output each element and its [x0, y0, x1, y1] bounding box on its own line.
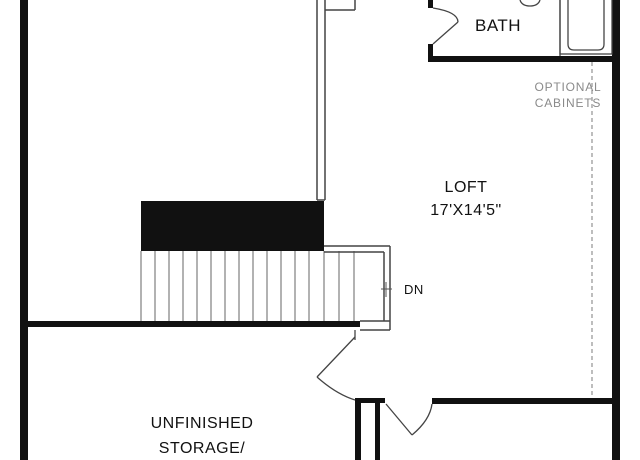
lower-room-left-wall — [375, 400, 380, 460]
storage-door — [316, 330, 356, 401]
left-exterior-wall — [20, 0, 28, 460]
bath-fixtures — [432, 0, 613, 56]
lower-room-top-wall — [432, 398, 612, 404]
right-exterior-wall — [612, 0, 620, 460]
optional-cabinets-line2: CABINETS — [535, 96, 601, 110]
storage-label-line2: STORAGE/ — [159, 440, 245, 457]
storage-door-arc — [316, 376, 356, 401]
lower-room-door-arc — [411, 403, 433, 436]
bath-door — [432, 21, 459, 45]
optional-cabinets-line1: OPTIONAL — [534, 80, 601, 94]
storage-top-wall — [28, 321, 360, 327]
bathtub-inner — [567, 0, 605, 51]
stairs-direction-label: DN — [404, 282, 424, 297]
lower-room-door — [385, 403, 433, 436]
lower-room-door-leaf — [385, 403, 413, 436]
stair-landing-dark — [141, 201, 324, 251]
bath-door-swing — [432, 7, 459, 23]
bath-left-wall-top — [428, 0, 433, 8]
stair-treads — [140, 251, 355, 321]
loft-dimensions: 17'X14'5" — [430, 202, 501, 219]
storage-right-wall-corner — [355, 398, 385, 403]
bath-left-wall-stub — [428, 44, 433, 62]
storage-label-line1: UNFINISHED — [151, 415, 254, 432]
stair-partition — [316, 0, 356, 201]
stair-direction-arrow-icon — [381, 282, 392, 297]
stairs: DN — [140, 201, 424, 331]
toilet — [519, 0, 541, 7]
storage-door-leaf — [316, 336, 356, 378]
storage-right-wall — [355, 400, 361, 460]
bath-bottom-wall — [428, 56, 612, 62]
loft-label: LOFT — [445, 179, 488, 196]
bath-label: BATH — [475, 16, 521, 35]
stair-railing — [324, 245, 391, 331]
walls — [20, 0, 620, 460]
